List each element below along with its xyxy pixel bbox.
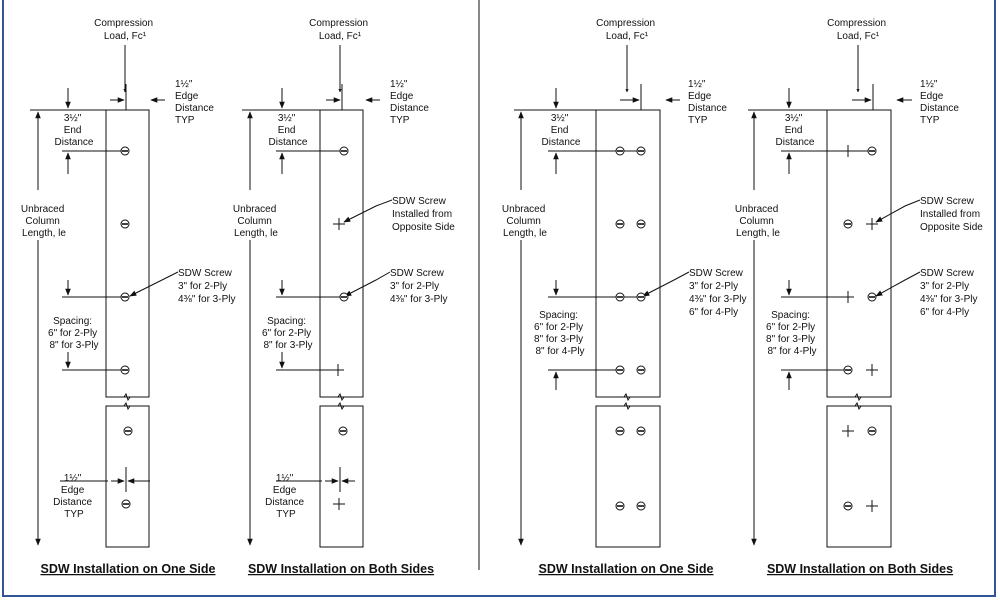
screw-callout-label: SDW Screw 3" for 2-Ply 4⅜" for 3-Ply [178, 268, 235, 305]
column-lower [319, 405, 364, 548]
spacing-label: Spacing: 6" for 2-Ply 8" for 3-Ply [48, 316, 100, 351]
edge-distance-top-label: 1½" Edge Distance TYP [175, 79, 217, 126]
caption: SDW Installation on Both Sides [248, 562, 434, 576]
opposite-screw-icon [866, 364, 878, 376]
screw-icon [123, 426, 133, 436]
screw-icon [843, 219, 853, 229]
screw-icon [338, 426, 348, 436]
caption: SDW Installation on One Side [538, 562, 713, 576]
screw-icon [120, 146, 130, 156]
column-lower [595, 405, 661, 548]
screw-icon [615, 501, 625, 511]
break-line [106, 401, 149, 411]
panel-one-side-2-3-ply: Compression Load, Fc¹ 1½" Edge Distance … [21, 18, 236, 576]
screw-icon [843, 501, 853, 511]
break-line [596, 392, 660, 402]
screw-icon [339, 146, 349, 156]
opposite-side-callout-label: SDW Screw Installed from Opposite Side [392, 196, 455, 233]
opposite-side-callout-label: SDW Screw Installed from Opposite Side [920, 196, 983, 233]
edge-distance-bottom-label: 1½" Edge Distance TYP [265, 473, 307, 520]
column-upper [105, 109, 150, 398]
unbraced-length-label: Unbraced Column Length, le [21, 204, 67, 239]
opposite-screw-icon [842, 425, 854, 437]
spacing-label: Spacing: 6" for 2-Ply 8" for 3-Ply 8" fo… [534, 310, 586, 357]
opposite-screw-icon [333, 498, 345, 510]
panel-both-sides-2-3-4-ply: Compression Load, Fc¹ 1½" Edge Distance … [735, 18, 983, 576]
break-line [827, 392, 891, 402]
opposite-screw-icon [842, 291, 854, 303]
end-distance-label: 3½" End Distance [55, 113, 94, 148]
column-upper [319, 109, 364, 398]
edge-distance-top-label: 1½" Edge Distance TYP [390, 79, 432, 126]
panel-both-sides-2-3-ply: Compression Load, Fc¹ 1½" Edge Distance … [233, 18, 455, 576]
edge-distance-top-label: 1½" Edge Distance TYP [688, 79, 730, 126]
break-line [106, 392, 149, 402]
opposite-screw-icon [333, 218, 345, 230]
screw-icon [615, 219, 625, 229]
screw-icon [636, 146, 646, 156]
break-line [827, 401, 891, 411]
column-lower [826, 405, 892, 548]
compression-load-label: Compression Load, Fc¹ [596, 18, 658, 42]
opposite-screw-icon [866, 500, 878, 512]
compression-load-label: Compression Load, Fc¹ [827, 18, 889, 42]
screw-callout-label: SDW Screw 3" for 2-Ply 4⅜" for 3-Ply 6" … [689, 268, 749, 318]
compression-load-label: Compression Load, Fc¹ [94, 18, 156, 42]
screw-icon [120, 219, 130, 229]
screw-icon [120, 365, 130, 375]
unbraced-length-label: Unbraced Column Length, le [502, 204, 548, 239]
caption: SDW Installation on One Side [40, 562, 215, 576]
panel-one-side-2-3-4-ply: Compression Load, Fc¹ 1½" Edge Distance … [502, 18, 749, 576]
spacing-label: Spacing: 6" for 2-Ply 8" for 3-Ply 8" fo… [766, 310, 818, 357]
screw-icon [636, 219, 646, 229]
column-upper [826, 109, 892, 398]
screw-icon [636, 365, 646, 375]
screw-icon [615, 365, 625, 375]
column-upper [595, 109, 661, 398]
caption: SDW Installation on Both Sides [767, 562, 953, 576]
end-distance-label: 3½" End Distance [776, 113, 815, 148]
screw-callout-label: SDW Screw 3" for 2-Ply 4⅜" for 3-Ply 6" … [920, 268, 980, 318]
screw-icon [615, 426, 625, 436]
end-distance-label: 3½" End Distance [269, 113, 308, 148]
break-line [320, 401, 363, 411]
screw-icon [636, 501, 646, 511]
screw-icon [121, 499, 131, 509]
screw-icon [636, 426, 646, 436]
screw-icon [339, 292, 349, 302]
unbraced-length-label: Unbraced Column Length, le [735, 204, 781, 239]
opposite-screw-icon [866, 218, 878, 230]
screw-icon [867, 426, 877, 436]
screw-icon [615, 292, 625, 302]
screw-icon [636, 292, 646, 302]
screw-icon [867, 292, 877, 302]
unbraced-length-label: Unbraced Column Length, le [233, 204, 279, 239]
screw-icon [615, 146, 625, 156]
break-line [320, 392, 363, 402]
opposite-screw-icon [842, 145, 854, 157]
break-line [596, 401, 660, 411]
screw-callout-label: SDW Screw 3" for 2-Ply 4⅜" for 3-Ply [390, 268, 447, 305]
opposite-screw-icon [332, 364, 344, 376]
screw-icon [843, 365, 853, 375]
spacing-label: Spacing: 6" for 2-Ply 8" for 3-Ply [262, 316, 314, 351]
end-distance-label: 3½" End Distance [542, 113, 581, 148]
edge-distance-top-label: 1½" Edge Distance TYP [920, 79, 962, 126]
screw-icon [867, 146, 877, 156]
edge-distance-bottom-label: 1½" Edge Distance TYP [53, 473, 95, 520]
screw-icon [120, 292, 130, 302]
compression-load-label: Compression Load, Fc¹ [309, 18, 371, 42]
